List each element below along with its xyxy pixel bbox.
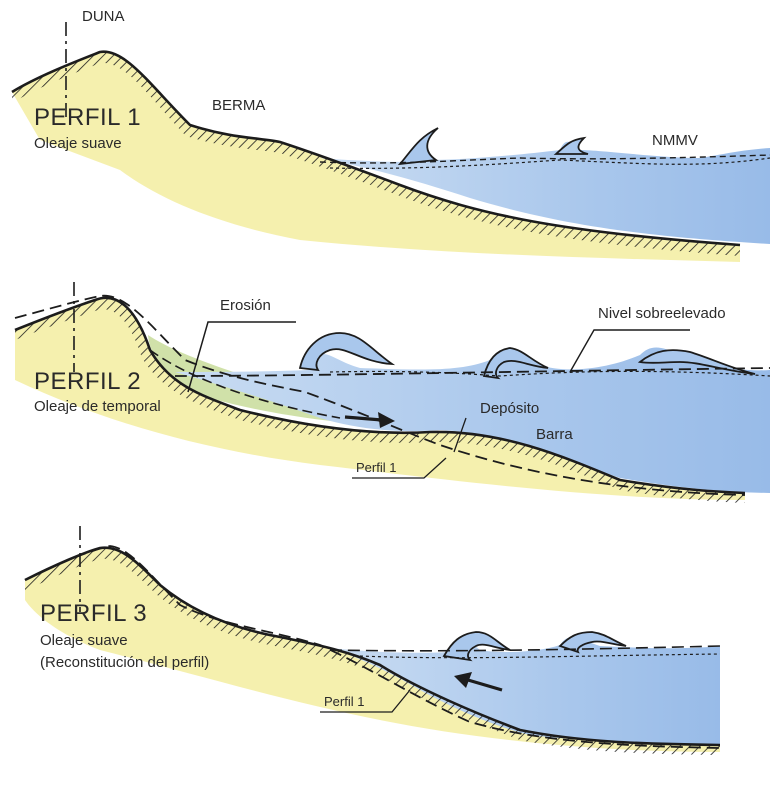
profile-2-subtitle: Oleaje de temporal xyxy=(34,398,161,415)
label-barra: Barra xyxy=(536,426,573,443)
profile-3-subtitle: Oleaje suave xyxy=(40,632,128,649)
profile-1-subtitle: Oleaje suave xyxy=(34,135,122,152)
label-berma: BERMA xyxy=(212,97,265,114)
profile-1-wave-1 xyxy=(400,128,438,164)
profile-3-title: PERFIL 3 xyxy=(40,600,147,628)
label-nmmv: NMMV xyxy=(652,132,698,149)
label-perfil1-profile3: Perfil 1 xyxy=(324,694,364,709)
profile-1-wave-2 xyxy=(556,138,588,154)
label-perfil1-profile2: Perfil 1 xyxy=(356,460,396,475)
label-nivel-sobreelevado: Nivel sobreelevado xyxy=(598,305,726,322)
profile-1-title: PERFIL 1 xyxy=(34,104,141,132)
profile-3-note: (Reconstitución del perfil) xyxy=(40,654,209,671)
profile-3-drawing xyxy=(25,526,720,755)
profile-2-title: PERFIL 2 xyxy=(34,368,141,396)
label-deposito: Depósito xyxy=(480,400,539,417)
label-duna: DUNA xyxy=(82,8,125,25)
label-erosion: Erosión xyxy=(220,297,271,314)
